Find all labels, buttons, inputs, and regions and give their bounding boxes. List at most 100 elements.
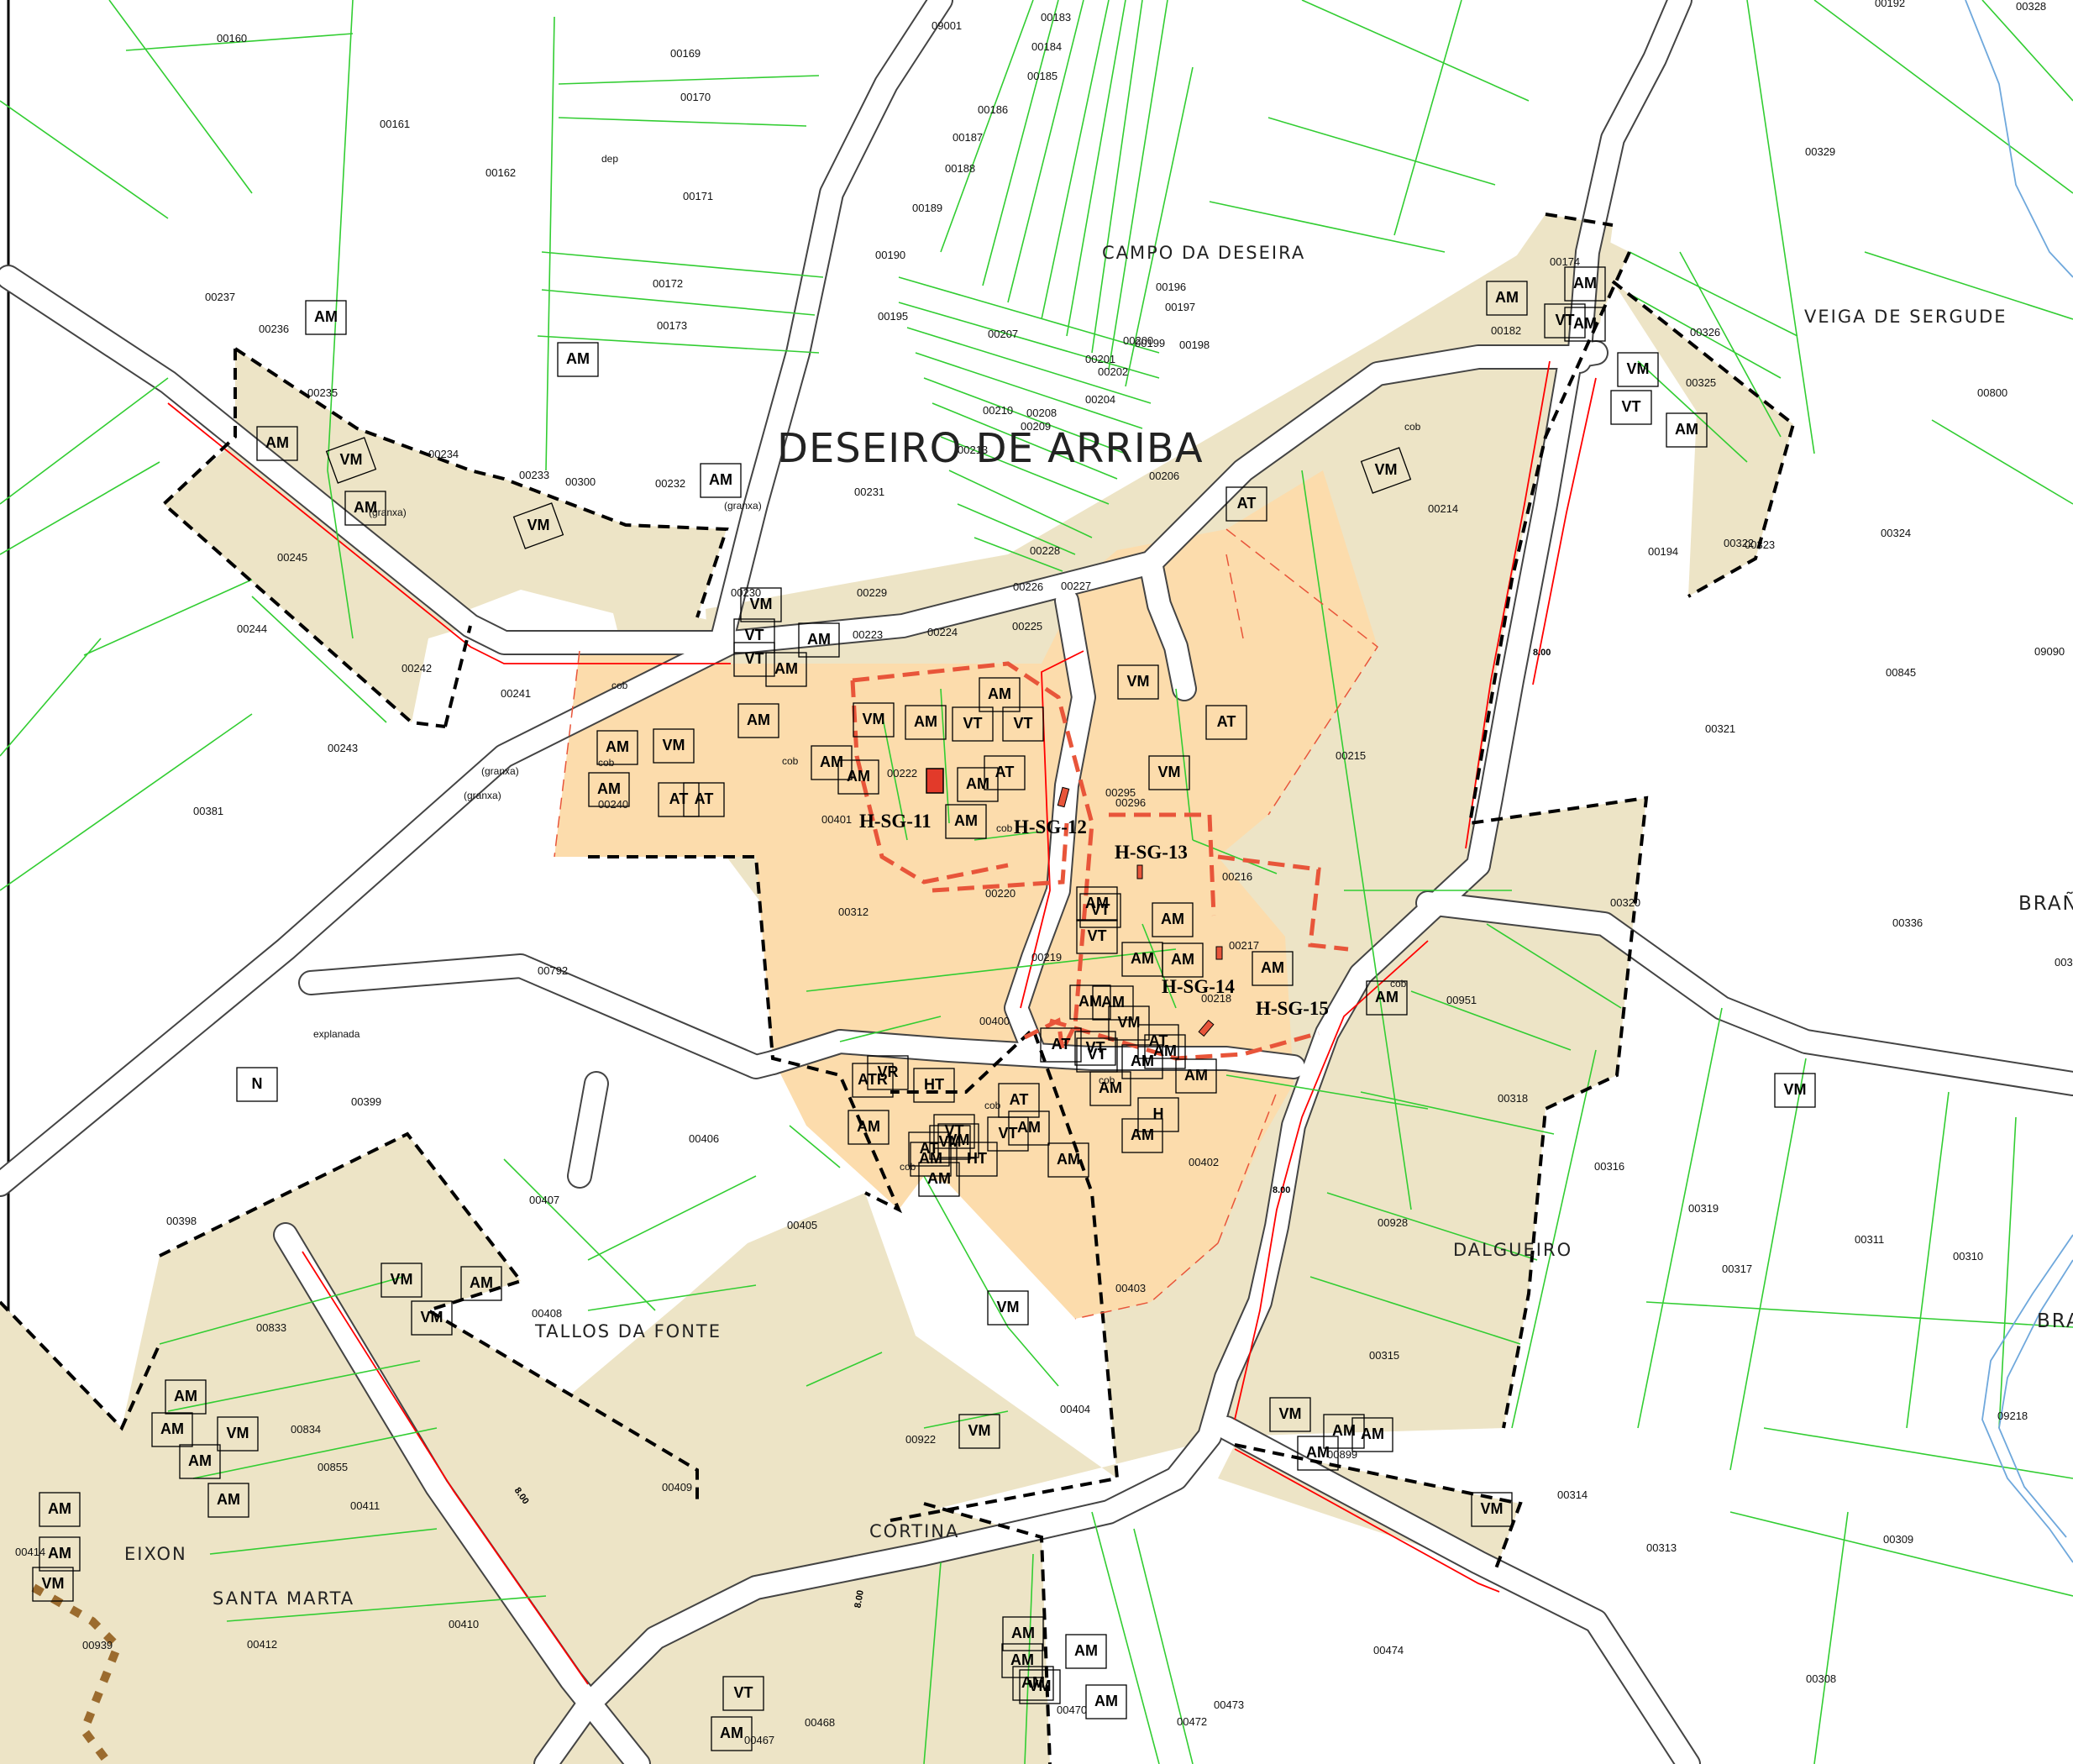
building-note: cob <box>598 757 615 769</box>
building: AM <box>596 730 638 765</box>
building-code: VT <box>998 1125 1017 1142</box>
building: VM <box>937 1123 979 1158</box>
sector-labels: H-SG-11 H-SG-12 H-SG-13 H-SG-14 H-SG-15 <box>859 811 1329 1019</box>
building: VT <box>952 706 994 742</box>
parcel-id: 00216 <box>1222 870 1252 883</box>
parcel-id: 00468 <box>805 1716 835 1729</box>
building-code: AM <box>1573 275 1597 291</box>
road-edge-lines <box>167 360 1597 1685</box>
parcel-id: 00408 <box>532 1307 562 1320</box>
building-code: VT <box>1013 715 1032 732</box>
building-code: AM <box>774 660 798 677</box>
building: AM <box>1002 1616 1044 1651</box>
building: VM <box>380 1263 422 1298</box>
building-code: VT <box>963 715 982 732</box>
parcel-id: 00326 <box>1690 326 1720 339</box>
parcel-id: 00225 <box>1012 620 1042 633</box>
parcel-id: 00223 <box>853 628 883 641</box>
parcel-id: 00183 <box>1041 11 1071 24</box>
parcel-id: 00200 <box>1123 334 1153 347</box>
parcel-id: 00400 <box>979 1015 1010 1027</box>
parcel-id: 00411 <box>350 1499 380 1512</box>
parcel-id: 00230 <box>731 586 761 599</box>
building-code: AM <box>954 812 978 829</box>
parcel-id: 00189 <box>912 202 942 214</box>
parcel-id: 00208 <box>1026 407 1057 419</box>
parcel-id: 00214 <box>1428 502 1458 515</box>
building-code: VM <box>1127 673 1150 690</box>
road-width-label: 8.00 <box>1533 648 1551 658</box>
building-code: AM <box>1074 1642 1098 1659</box>
building-code: AM <box>857 1118 880 1135</box>
building-code: AM <box>354 499 377 516</box>
building-code: VM <box>997 1299 1020 1315</box>
parcel-id: 00409 <box>662 1481 692 1494</box>
building-note: (granxa) <box>369 507 407 518</box>
parcel-id: 00922 <box>905 1433 936 1446</box>
building: VM <box>32 1567 74 1602</box>
parcel-id: 00171 <box>683 190 713 202</box>
building: VM <box>411 1300 453 1336</box>
building-code: VM <box>939 1133 962 1150</box>
building-code: AM <box>1021 1674 1045 1691</box>
parcel-id: 09218 <box>1997 1410 2028 1422</box>
building: AM <box>905 705 947 740</box>
building: AM <box>207 1483 249 1518</box>
building: VT <box>722 1676 764 1711</box>
building-code: AT <box>669 790 689 807</box>
building-code: VT <box>1087 927 1106 944</box>
building: AM <box>1666 412 1708 448</box>
building: AM <box>1121 1118 1163 1153</box>
place-name: CAMPO DA DESEIRA <box>1102 243 1305 263</box>
parcel-id: 00329 <box>1805 145 1835 158</box>
building-code: VM <box>1784 1081 1807 1098</box>
building-code: AM <box>1010 1651 1034 1668</box>
building-code: AM <box>1131 1126 1154 1143</box>
building-code: VM <box>663 737 685 753</box>
building-code: AM <box>720 1725 743 1741</box>
building-code: AM <box>1161 911 1184 927</box>
building-code: AM <box>160 1420 184 1437</box>
building-code: AM <box>597 780 621 797</box>
building-code: AM <box>1085 895 1109 911</box>
parcel-id: 00226 <box>1013 580 1043 593</box>
parcel-id: 00236 <box>259 323 289 335</box>
sector-label-h-sg-15: H-SG-15 <box>1256 998 1329 1019</box>
parcel-id: 00195 <box>878 310 908 323</box>
building-code: VM <box>947 1131 970 1148</box>
building: VM <box>217 1416 259 1452</box>
place-name: BRAÑ <box>2018 891 2073 915</box>
parcel-id: 00402 <box>1189 1156 1219 1168</box>
building: AT <box>1137 1024 1179 1059</box>
building: AM <box>344 491 386 526</box>
place-name: EIXON <box>124 1544 187 1564</box>
sector-label-h-sg-13: H-SG-13 <box>1115 842 1188 863</box>
parcel-id: 00207 <box>988 328 1018 340</box>
building: AM <box>1366 980 1408 1016</box>
building: N <box>236 1067 278 1102</box>
building-code: AM <box>174 1388 197 1404</box>
parcel-id: 00217 <box>1229 939 1259 952</box>
building: VM <box>1148 755 1190 790</box>
building: AM <box>305 300 347 335</box>
parcel-id: 00398 <box>166 1215 197 1227</box>
parcel-id: 00792 <box>538 964 568 977</box>
parcel-id: 09001 <box>932 19 962 32</box>
parcel-id: 00206 <box>1149 470 1179 482</box>
building-code: VM <box>1627 360 1650 377</box>
parcel-labels: 0016000161001620016900170001710017200173… <box>15 0 2073 1746</box>
building-code: VR <box>877 1063 898 1080</box>
building-code: AM <box>709 471 732 488</box>
place-name: SANTA MARTA <box>213 1588 354 1609</box>
parcel-id: 00237 <box>205 291 235 303</box>
parcel-id: 00928 <box>1378 1216 1408 1229</box>
building: VR <box>867 1055 909 1090</box>
parcel-id: 00314 <box>1557 1488 1588 1501</box>
building-code: AM <box>1375 989 1399 1005</box>
parcel-id: 00311 <box>1855 1233 1884 1246</box>
building: AM <box>811 745 853 780</box>
building-code: AM <box>1017 1119 1041 1136</box>
parcel-id: 00414 <box>15 1546 45 1558</box>
parcel-id: 00162 <box>485 166 516 179</box>
